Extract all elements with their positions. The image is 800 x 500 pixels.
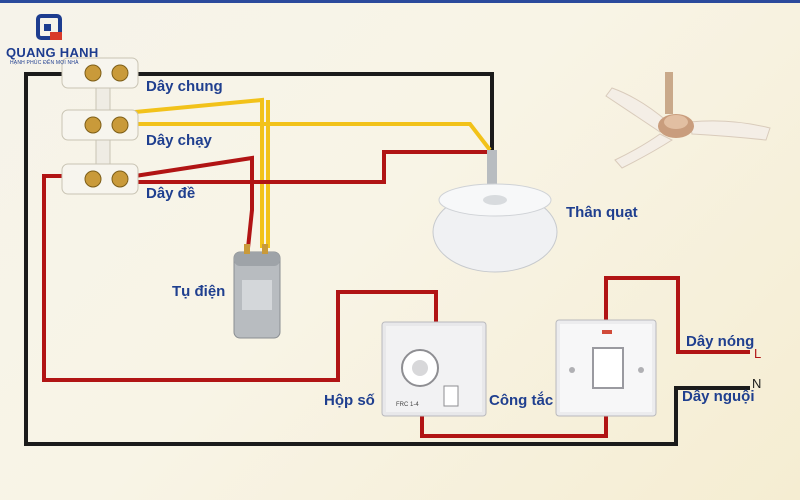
label-regulator: Hộp số [324,392,375,409]
capacitor-lead-yellow-a [134,97,264,248]
label-start-wire: Dây đề [146,185,196,202]
brand-slogan: HẠNH PHÚC ĐẾN MỌI NHÀ [10,60,79,66]
capacitor-lead-red [134,155,254,249]
neutral-return-line [24,72,750,446]
wall-switch-icon [555,319,657,417]
terminal-connector [95,87,111,111]
brand-name: QUANG HANH [6,45,99,60]
regulator-box-icon [381,321,487,417]
fan-motor-icon [432,150,558,273]
terminal-connector [95,139,111,165]
label-fan-body: Thân quạt [566,204,638,221]
capacitor-icon [233,244,281,339]
regulator-to-switch-line [420,410,608,438]
red-wires [42,150,750,438]
label-neutral-wire: Dây nguội [682,388,755,405]
terminal-block-start [61,163,139,195]
top-border [0,0,800,3]
regulator-model-mark: FRC 1-4 [396,402,419,408]
label-run-wire: Dây chạy [146,132,212,149]
brand-logo-icon [36,14,62,40]
regulator-feed-line [42,174,438,382]
black-wires [24,72,750,446]
terminal-block-run [61,109,139,141]
live-wire-line [604,276,750,354]
label-common-wire: Dây chung [146,78,223,95]
terminal-block-common [61,57,139,89]
start-wire-line [135,150,490,184]
label-live-symbol: L [754,346,762,361]
label-neutral-symbol: N [752,376,762,391]
ceiling-fan-icon [605,72,771,169]
common-wire-line [90,72,494,165]
label-switch: Công tắc [489,392,554,409]
run-wire-line [135,122,492,152]
yellow-wires [134,97,492,248]
label-live-wire: Dây nóng [686,333,755,350]
label-capacitor: Tụ điện [172,283,226,300]
